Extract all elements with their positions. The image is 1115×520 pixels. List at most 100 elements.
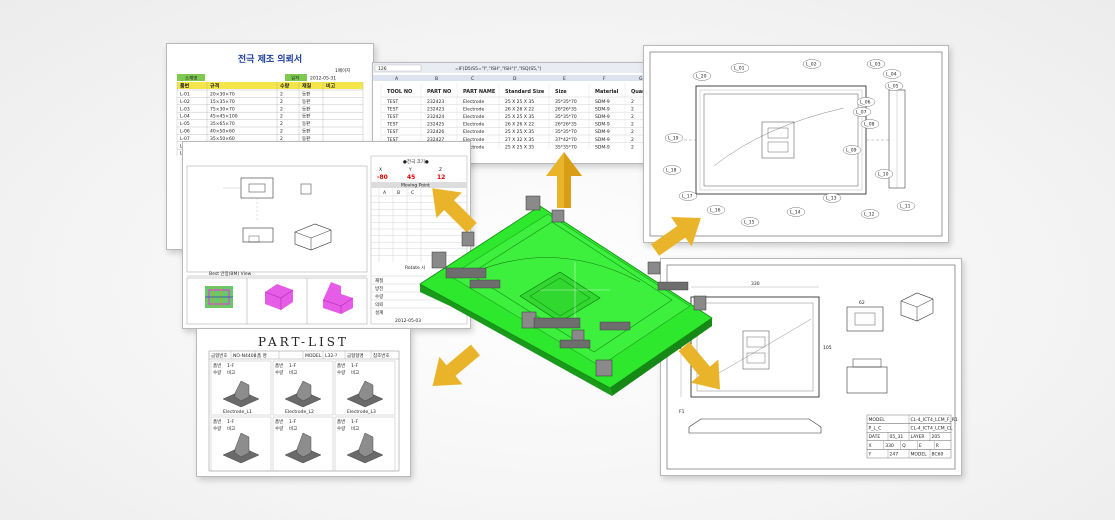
- title-block-cell: 330: [885, 443, 894, 449]
- arrow-down-right: [678, 342, 720, 390]
- kr-row-cell: 동판: [302, 113, 310, 120]
- kr-row-cell: 2: [280, 114, 283, 120]
- drawing-balloon-label: L_17: [682, 194, 693, 200]
- kr-row-cell: L-07: [180, 136, 190, 142]
- ss-row-cell: 2: [631, 144, 634, 150]
- cell-ref: 126: [378, 66, 387, 72]
- ss-row-cell: 25 X 25 X 35: [505, 114, 534, 120]
- kr-row-cell: 동판: [302, 98, 310, 105]
- ss-row-cell: Electrode: [463, 99, 484, 105]
- kr-row-cell: 45×45×100: [210, 114, 238, 120]
- part-cell-label: 1-F: [227, 419, 234, 425]
- ss-row-cell: SDM-9: [595, 137, 610, 143]
- info-label: 설계: [375, 309, 383, 316]
- kr-row-cell: L-01: [180, 92, 190, 98]
- drawing-balloon-label: L_01: [734, 66, 745, 72]
- info-date-value: 2012-05-03: [395, 318, 421, 324]
- date-label: 일자: [291, 75, 300, 82]
- title-block-cell: 05_31: [890, 434, 904, 440]
- part-list-header-cell: 품 명: [257, 352, 267, 359]
- info-label: 재질: [375, 277, 383, 284]
- dim-62: 62: [859, 300, 865, 306]
- kr-header-cell: 재질: [302, 83, 312, 90]
- ss-row-cell: Electrode: [463, 114, 484, 120]
- ss-row-cell: 27 X 32 X 35: [505, 137, 534, 143]
- part-cell-label: 1-F: [289, 419, 296, 425]
- ss-column-letter: G: [639, 76, 643, 82]
- rotate-label: Rotate 시: [405, 265, 425, 271]
- part-cell-label: 1-F: [227, 363, 234, 369]
- ss-row-cell: 232425: [427, 122, 444, 128]
- info-label: 의뢰: [375, 301, 383, 308]
- ss-row-cell: 35*35*70: [555, 99, 577, 105]
- ss-row-cell: 232427: [427, 137, 444, 143]
- part-cell-label: 수량: [213, 369, 221, 376]
- ss-row-cell: TEST: [386, 99, 398, 105]
- part-list-header-cell: MODEL: [305, 353, 322, 359]
- ss-row-cell: 26*26*35: [555, 106, 577, 112]
- kr-row-cell: L-05: [180, 121, 190, 127]
- dim-105: 105: [823, 345, 832, 351]
- ss-header-cell: Material: [595, 89, 619, 95]
- part-cell-label: 비고: [227, 369, 235, 376]
- kr-row-cell: 20×30×70: [210, 92, 235, 98]
- kr-row-cell: 동판: [302, 128, 310, 135]
- ss-row-cell: 232424: [427, 114, 444, 120]
- drawing-balloon-label: L_10: [878, 172, 889, 178]
- drawing-balloon-label: L_18: [666, 168, 677, 174]
- ss-row-cell: 35*35*70: [555, 129, 577, 135]
- ss-row-cell: SDM-9: [595, 144, 610, 150]
- part-cell-label: 1-F: [351, 363, 358, 369]
- ss-header-cell: PART NO: [427, 89, 451, 95]
- drawing-balloon-label: L_04: [886, 72, 897, 78]
- drawing-balloon-label: L_19: [668, 136, 679, 142]
- arrow-right: [651, 216, 701, 256]
- part-list-header-cell: 금형번호: [211, 352, 228, 359]
- info-label: 수량: [375, 293, 383, 300]
- part-name-label: Electrode_L1: [223, 409, 252, 415]
- part-cell-label: 비고: [351, 369, 359, 376]
- part-cell-label: 수량: [337, 425, 345, 432]
- drawing-balloon-label: L_06: [860, 100, 871, 106]
- title-block-cell: BC60: [932, 451, 944, 457]
- ss-row-cell: 2: [631, 122, 634, 128]
- ss-row-cell: 35*35*70: [555, 114, 577, 120]
- kr-row-cell: L-02: [180, 99, 190, 105]
- kr-row-cell: 2: [280, 129, 283, 135]
- kr-header-cell: 수량: [280, 83, 290, 90]
- ss-row-cell: 2: [631, 129, 634, 135]
- part-cell-label: 1-F: [351, 419, 358, 425]
- ss-row-cell: 2: [631, 106, 634, 112]
- formula-text: =IF(D5/S5="I","ISH","ISH")","ISQ(S5,"): [455, 66, 542, 72]
- svg-text:소재명: 소재명: [185, 75, 197, 82]
- ss-header-cell: PART NAME: [463, 89, 496, 95]
- part-list-title: PART-LIST: [258, 335, 349, 349]
- moving-point-label: Moving Point: [401, 183, 430, 189]
- ss-row-cell: TEST: [386, 137, 398, 143]
- title-block-cell: P_L_C: [869, 426, 882, 432]
- arrow-up-left: [432, 188, 477, 233]
- kr-row-cell: L-04: [180, 114, 190, 120]
- title-block-cell: MODEL: [869, 417, 886, 423]
- kr-row-cell: L-03: [180, 106, 190, 112]
- arrow-down-left: [432, 344, 480, 386]
- ss-row-cell: 26*26*35: [555, 122, 577, 128]
- ss-header-cell: Size: [555, 89, 567, 95]
- drawing-balloon-label: L_20: [696, 74, 707, 80]
- drawing-balloon-label: L_15: [744, 220, 755, 226]
- dim-330: 330: [751, 281, 760, 287]
- drawing-bottom-lines: 330 160 105 62 F1 MODELCL-4_ICT4_LCM_F_R…: [666, 264, 958, 470]
- ss-row-cell: 232426: [427, 129, 444, 135]
- dim-axis-label: Y: [408, 167, 412, 173]
- moving-point-col: C: [411, 190, 414, 196]
- kr-row-cell: 75×30×70: [210, 106, 235, 112]
- view-label: Best 안정(BM) View: [209, 270, 252, 277]
- title-block-cell: Q: [902, 443, 906, 449]
- ss-row-cell: Electrode: [463, 122, 484, 128]
- kr-row-cell: 35×65×70: [210, 121, 235, 127]
- title-block-cell: E: [919, 443, 922, 449]
- kr-header-cell: 비고: [326, 83, 336, 90]
